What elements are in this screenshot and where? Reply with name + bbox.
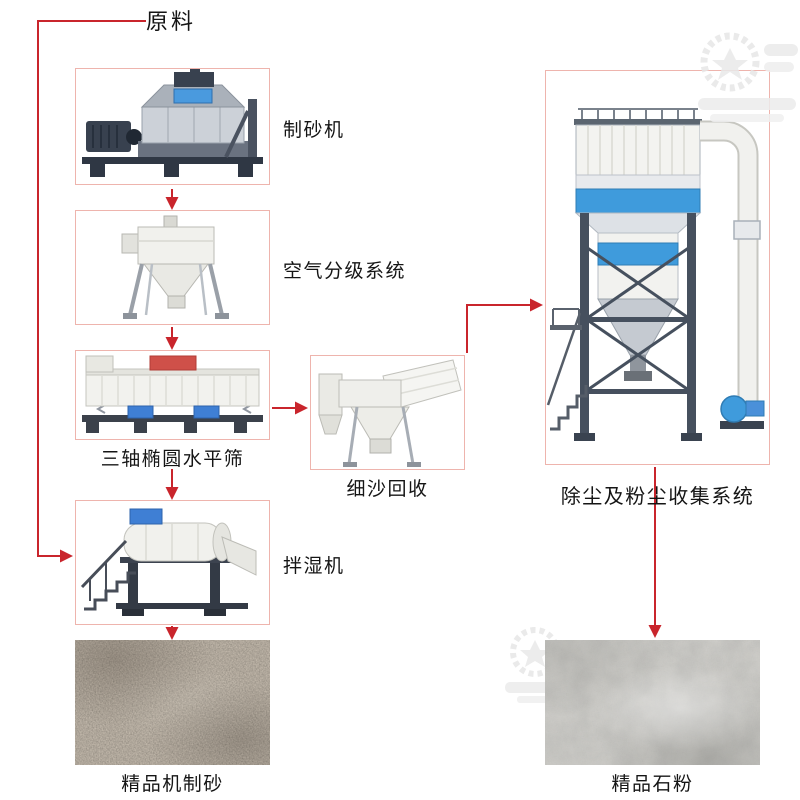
sand-maker-illustration bbox=[82, 69, 263, 177]
label-triaxial-screen: 三轴椭圆水平筛 bbox=[100, 449, 245, 470]
finished-powder-photo bbox=[545, 640, 760, 765]
node-triaxial-screen bbox=[75, 350, 270, 440]
arrow-recycler-to-dust-collector bbox=[466, 298, 543, 353]
dust-collector-illustration bbox=[546, 108, 765, 441]
node-fine-sand-recycler bbox=[310, 355, 465, 470]
label-wet-mixer: 拌湿机 bbox=[283, 556, 345, 577]
label-air-classifier: 空气分级系统 bbox=[283, 261, 407, 282]
fine-sand-recycler-illustration bbox=[318, 359, 462, 467]
sand-texture bbox=[75, 640, 270, 765]
label-sand-maker: 制砂机 bbox=[283, 120, 345, 141]
node-air-classifier bbox=[75, 210, 270, 325]
air-classifier-illustration bbox=[121, 215, 229, 319]
label-fine-sand-recycler: 细沙回收 bbox=[346, 479, 429, 500]
label-finished-sand: 精品机制砂 bbox=[121, 774, 224, 795]
wet-mixer-illustration bbox=[80, 508, 257, 616]
node-sand-maker bbox=[75, 68, 270, 185]
triaxial-screen-illustration bbox=[82, 355, 263, 433]
label-finished-powder: 精品石粉 bbox=[611, 774, 694, 795]
node-wet-mixer bbox=[75, 500, 270, 625]
label-dust-collector: 除尘及粉尘收集系统 bbox=[560, 486, 755, 508]
node-dust-collector bbox=[545, 70, 770, 465]
powder-texture bbox=[545, 640, 760, 765]
finished-sand-photo bbox=[75, 640, 270, 765]
label-raw-material: 原料 bbox=[146, 9, 197, 34]
